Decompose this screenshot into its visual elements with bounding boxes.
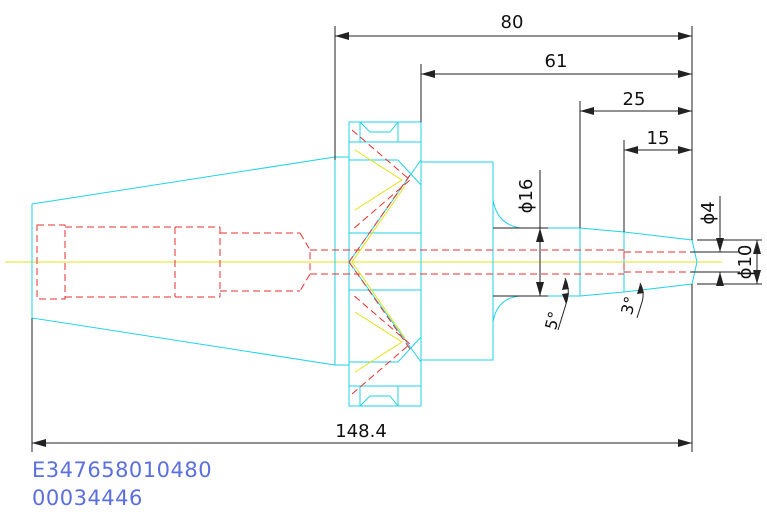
dim-phi16: ϕ16: [516, 179, 537, 214]
dim-148-4: 148.4: [335, 421, 387, 442]
dim-80: 80: [501, 12, 524, 33]
taper-shank: [31, 156, 336, 366]
dim-25: 25: [623, 89, 646, 110]
construction-lines: [351, 149, 406, 373]
part-number: 00034446: [32, 486, 143, 510]
dim-61: 61: [545, 51, 568, 72]
flange: [335, 121, 422, 407]
dim-phi10: ϕ10: [735, 245, 756, 280]
dim-angle-3: 3°: [617, 294, 640, 316]
hidden-bore: [36, 129, 690, 395]
dim-15: 15: [647, 128, 670, 149]
part-code: E347658010480: [32, 458, 213, 482]
dim-angle-5: 5°: [541, 309, 564, 331]
dimension-lines: [31, 26, 762, 452]
dim-phi4: ϕ4: [698, 201, 719, 224]
